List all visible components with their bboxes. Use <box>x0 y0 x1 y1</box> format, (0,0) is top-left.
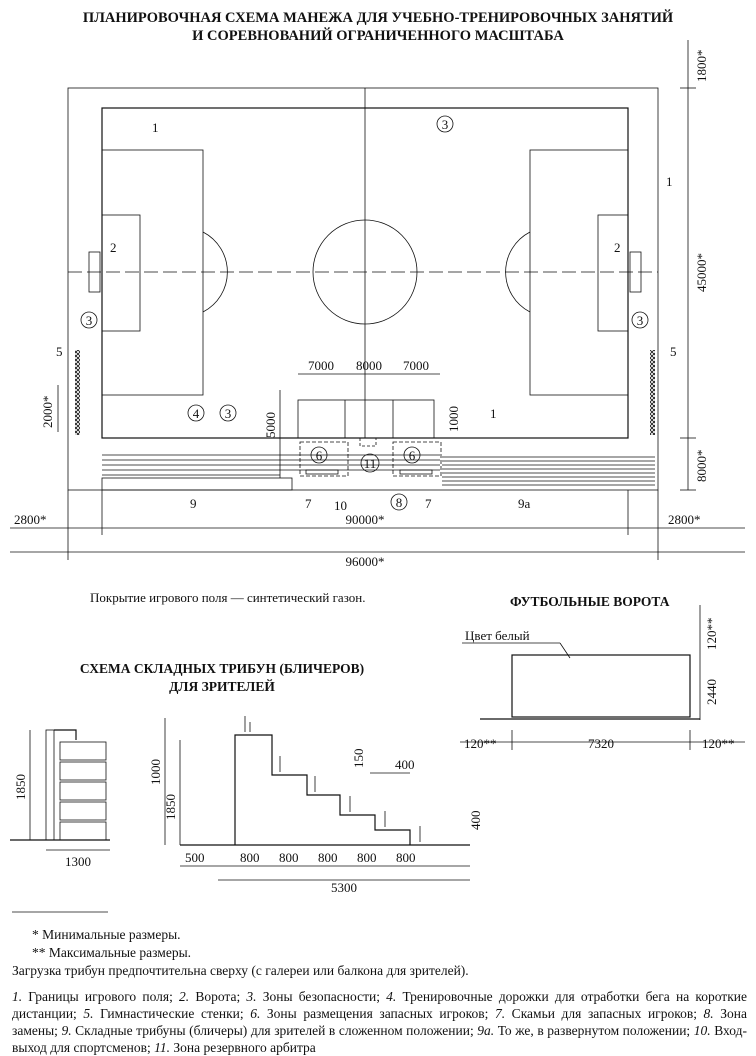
title-line1: ПЛАНИРОВОЧНАЯ СХЕМА МАНЕЖА ДЛЯ УЧЕБНО-ТР… <box>83 9 674 26</box>
svg-text:400: 400 <box>468 811 483 831</box>
svg-text:9а: 9а <box>518 496 531 511</box>
legend-number: 2. <box>179 989 190 1004</box>
legend-text: Зона резервного арбитра <box>169 1040 316 1055</box>
cover-note: Покрытие игрового поля — синтетический г… <box>90 590 365 605</box>
svg-text:3: 3 <box>442 117 449 132</box>
stands-folded-drawing: 1850 1300 <box>10 729 110 869</box>
svg-text:500: 500 <box>185 850 205 865</box>
svg-text:800: 800 <box>279 850 299 865</box>
svg-text:6: 6 <box>409 448 416 463</box>
svg-text:1: 1 <box>152 120 159 135</box>
legend-text: Зоны безопасности; <box>256 989 387 1004</box>
stands-title-line2: ДЛЯ ЗРИТЕЛЕЙ <box>169 679 275 694</box>
svg-text:5300: 5300 <box>331 880 357 895</box>
legend-text: То же, в развернутом положении; <box>494 1023 694 1038</box>
svg-text:1000: 1000 <box>446 406 461 432</box>
svg-text:2800*: 2800* <box>668 512 701 527</box>
legend-text: Скамьи для запасных игроков; <box>505 1006 704 1021</box>
svg-text:3: 3 <box>86 313 93 328</box>
svg-text:Цвет белый: Цвет белый <box>465 628 530 643</box>
svg-text:11: 11 <box>364 456 377 471</box>
goals-title: ФУТБОЛЬНЫЕ ВОРОТА <box>510 594 670 609</box>
legend-number: 8. <box>703 1006 714 1021</box>
svg-text:4: 4 <box>193 406 200 421</box>
stands-unfolded-drawing: 1000 1850 150 400 400 500 800 800 800 80… <box>148 716 483 895</box>
legend-number: 9. <box>61 1023 72 1038</box>
svg-text:8000: 8000 <box>356 358 382 373</box>
svg-text:8000*: 8000* <box>694 450 709 483</box>
legend-number: 9а. <box>477 1023 495 1038</box>
legend-number: 3. <box>246 989 257 1004</box>
svg-text:150: 150 <box>351 749 366 769</box>
svg-text:8: 8 <box>396 495 403 510</box>
legend-text: Гимнастические стенки; <box>93 1006 251 1021</box>
goals-drawing: Цвет белый 120** 2440 120** 7320 120** <box>460 605 745 751</box>
footnote-min: * Минимальные размеры. <box>32 927 181 942</box>
plan-markers: 1 1 1 2 2 3 3 3 3 4 5 5 6 6 7 7 8 9 9а 1… <box>56 115 677 513</box>
svg-text:800: 800 <box>396 850 416 865</box>
svg-text:7000: 7000 <box>308 358 334 373</box>
svg-text:7: 7 <box>425 496 432 511</box>
arena-plan <box>67 87 659 491</box>
title-line2: И СОРЕВНОВАНИЙ ОГРАНИЧЕННОГО МАСШТАБА <box>192 27 564 44</box>
svg-text:120**: 120** <box>704 618 719 651</box>
legend-number: 6. <box>250 1006 261 1021</box>
legend-number: 4. <box>386 989 397 1004</box>
svg-text:6: 6 <box>316 448 323 463</box>
svg-text:7320: 7320 <box>588 736 614 751</box>
svg-text:7: 7 <box>305 496 312 511</box>
svg-text:800: 800 <box>318 850 338 865</box>
legend-number: 10. <box>693 1023 711 1038</box>
svg-text:2800*: 2800* <box>14 512 47 527</box>
legend-number: 1. <box>12 989 23 1004</box>
svg-text:1300: 1300 <box>65 854 91 869</box>
svg-text:1850: 1850 <box>163 794 178 820</box>
svg-text:1: 1 <box>490 406 497 421</box>
plan-dimensions: 1800* 45000* 8000* 2000* 2800* 90000* 28… <box>10 40 745 569</box>
svg-text:1: 1 <box>666 174 673 189</box>
legend-text: Границы игрового поля; <box>22 989 180 1004</box>
svg-text:120**: 120** <box>702 736 735 751</box>
svg-text:5: 5 <box>56 344 63 359</box>
svg-text:2: 2 <box>110 240 117 255</box>
svg-text:800: 800 <box>240 850 260 865</box>
svg-text:1000: 1000 <box>148 759 163 785</box>
svg-text:96000*: 96000* <box>346 554 385 569</box>
footnote-loading: Загрузка трибун предпочтительна сверху (… <box>12 963 469 978</box>
legend-text: Ворота; <box>189 989 247 1004</box>
svg-text:400: 400 <box>395 757 415 772</box>
svg-text:7000: 7000 <box>403 358 429 373</box>
legend-text: Зоны размещения запасных игроков; <box>260 1006 495 1021</box>
goal-left <box>88 251 101 293</box>
footnote-max: ** Максимальные размеры. <box>32 945 192 960</box>
legend-number: 5. <box>83 1006 94 1021</box>
svg-text:2000*: 2000* <box>40 396 55 429</box>
legend-text: Складные трибуны (бличеры) для зрителей … <box>71 1023 478 1038</box>
svg-text:120**: 120** <box>464 736 497 751</box>
svg-text:45000*: 45000* <box>694 253 709 292</box>
stands-title-line1: СХЕМА СКЛАДНЫХ ТРИБУН (БЛИЧЕРОВ) <box>80 661 364 676</box>
svg-text:9: 9 <box>190 496 197 511</box>
svg-text:3: 3 <box>225 406 232 421</box>
svg-text:1850: 1850 <box>13 774 28 800</box>
legend: 1. Границы игрового поля; 2. Ворота; 3. … <box>12 988 747 1056</box>
svg-text:5000: 5000 <box>263 412 278 438</box>
legend-text: Зона замены; <box>12 1006 747 1038</box>
legend-number: 7. <box>494 1006 506 1021</box>
svg-text:90000*: 90000* <box>346 512 385 527</box>
svg-text:2: 2 <box>614 240 621 255</box>
svg-text:1800*: 1800* <box>694 50 709 83</box>
legend-text: Вход-выход для спортсменов; <box>12 1023 747 1055</box>
svg-text:5: 5 <box>670 344 677 359</box>
goal-right <box>629 251 642 293</box>
svg-text:10: 10 <box>334 498 347 513</box>
svg-text:2440: 2440 <box>704 679 719 705</box>
svg-text:800: 800 <box>357 850 377 865</box>
svg-text:3: 3 <box>637 313 644 328</box>
legend-number: 11. <box>154 1040 170 1055</box>
legend-text: Тренировочные дорожки для отработки бега… <box>12 989 747 1021</box>
